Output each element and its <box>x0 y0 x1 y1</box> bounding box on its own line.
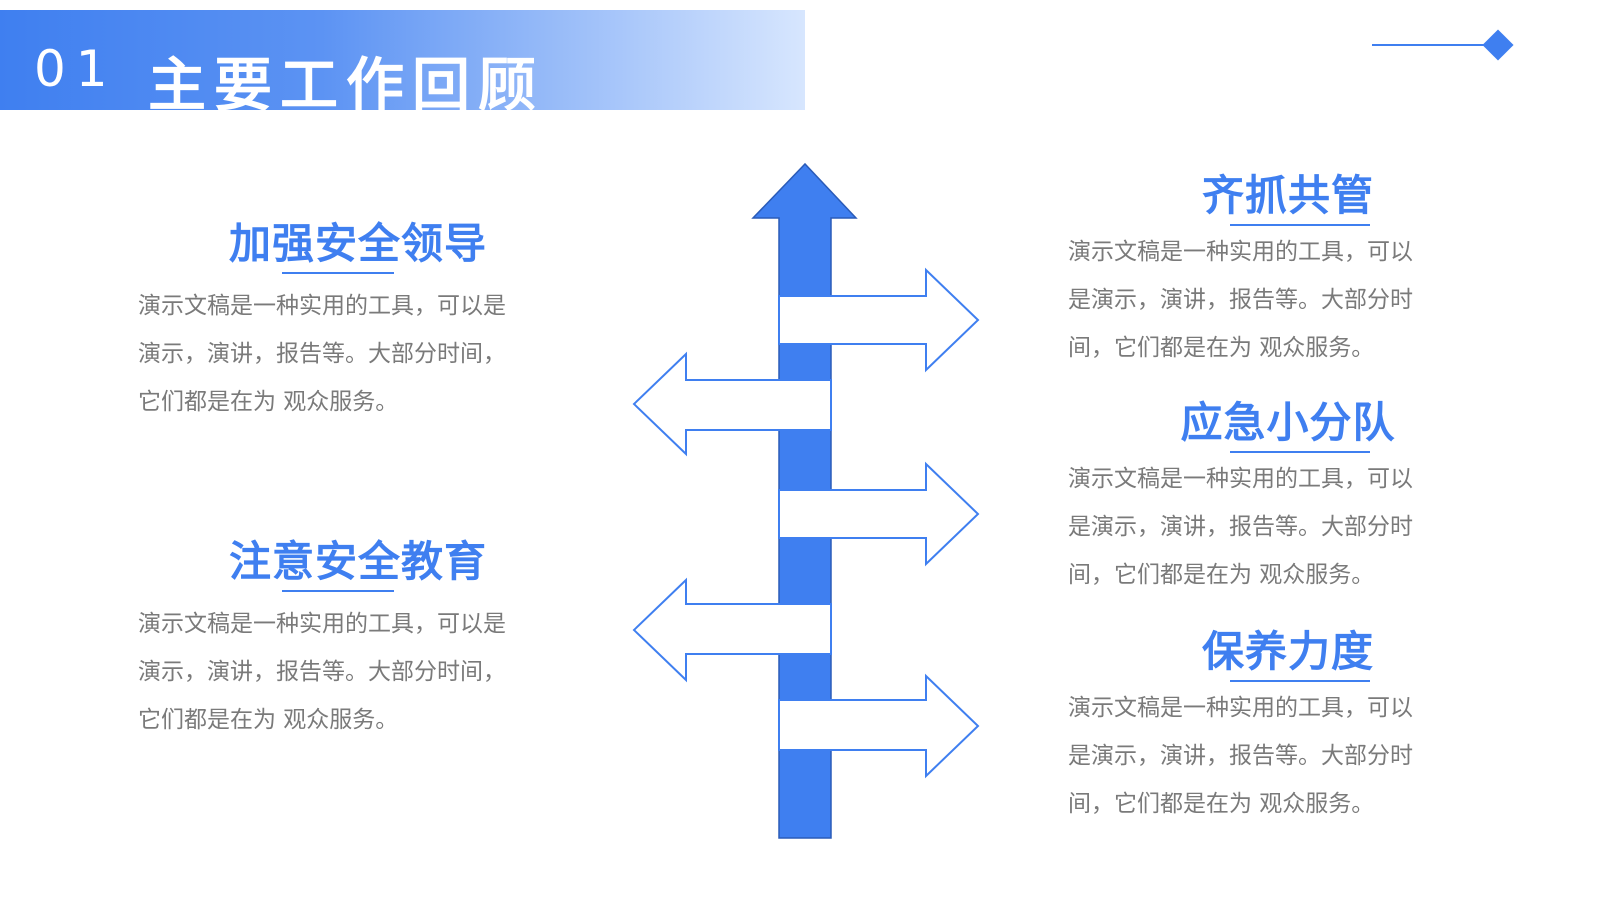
header-banner: 01 主要工作回顾 <box>0 10 805 119</box>
title-underline <box>1230 224 1370 226</box>
title-underline <box>282 590 394 592</box>
right-arrow-icon <box>778 673 980 779</box>
description-line: 间，它们都是在为 观众服务。 <box>1068 562 1375 588</box>
item-title: 加强安全领导 <box>228 219 487 268</box>
right-item-1: 齐抓共管 演示文稿是一种实用的工具，可以 是演示，演讲，报告等。大部分时 间，它… <box>1068 170 1508 372</box>
item-title: 注意安全教育 <box>228 537 487 586</box>
left-item-2: 注意安全教育 演示文稿是一种实用的工具，可以是 演示，演讲，报告等。大部分时间，… <box>138 536 578 744</box>
title-underline <box>282 272 394 274</box>
description-line: 演示文稿是一种实用的工具，可以 <box>1068 466 1413 492</box>
description-line: 演示文稿是一种实用的工具，可以 <box>1068 695 1413 721</box>
item-title: 齐抓共管 <box>1201 171 1374 220</box>
description-line: 它们都是在为 观众服务。 <box>138 389 399 415</box>
section-number: 01 <box>34 40 118 98</box>
description-line: 演示，演讲，报告等。大部分时间， <box>138 341 506 367</box>
description-line: 是演示，演讲，报告等。大部分时 <box>1068 514 1413 540</box>
item-description: 演示文稿是一种实用的工具，可以 是演示，演讲，报告等。大部分时 间，它们都是在为… <box>1068 684 1508 828</box>
item-title: 保养力度 <box>1201 627 1374 676</box>
description-line: 演示文稿是一种实用的工具，可以是 <box>138 293 506 319</box>
item-description: 演示文稿是一种实用的工具，可以是 演示，演讲，报告等。大部分时间， 它们都是在为… <box>138 282 578 426</box>
item-description: 演示文稿是一种实用的工具，可以是 演示，演讲，报告等。大部分时间， 它们都是在为… <box>138 600 578 744</box>
left-item-1: 加强安全领导 演示文稿是一种实用的工具，可以是 演示，演讲，报告等。大部分时间，… <box>138 218 578 426</box>
title-underline <box>1230 680 1370 682</box>
decorative-line <box>1372 44 1486 46</box>
description-line: 它们都是在为 观众服务。 <box>138 707 399 733</box>
description-line: 是演示，演讲，报告等。大部分时 <box>1068 287 1413 313</box>
right-arrow-icon <box>778 267 980 373</box>
title-underline <box>1230 451 1370 453</box>
page-title: 主要工作回顾 <box>148 51 545 119</box>
left-arrow-icon <box>632 351 832 457</box>
item-title: 应急小分队 <box>1180 398 1396 447</box>
description-line: 间，它们都是在为 观众服务。 <box>1068 335 1375 361</box>
right-item-2: 应急小分队 演示文稿是一种实用的工具，可以 是演示，演讲，报告等。大部分时 间，… <box>1068 397 1508 599</box>
description-line: 是演示，演讲，报告等。大部分时 <box>1068 743 1413 769</box>
right-item-3: 保养力度 演示文稿是一种实用的工具，可以 是演示，演讲，报告等。大部分时 间，它… <box>1068 626 1508 828</box>
item-description: 演示文稿是一种实用的工具，可以 是演示，演讲，报告等。大部分时 间，它们都是在为… <box>1068 228 1508 372</box>
left-arrow-icon <box>632 577 832 683</box>
description-line: 演示文稿是一种实用的工具，可以是 <box>138 611 506 637</box>
right-arrow-icon <box>778 461 980 567</box>
description-line: 演示，演讲，报告等。大部分时间， <box>138 659 506 685</box>
description-line: 演示文稿是一种实用的工具，可以 <box>1068 239 1413 265</box>
description-line: 间，它们都是在为 观众服务。 <box>1068 791 1375 817</box>
item-description: 演示文稿是一种实用的工具，可以 是演示，演讲，报告等。大部分时 间，它们都是在为… <box>1068 455 1508 599</box>
